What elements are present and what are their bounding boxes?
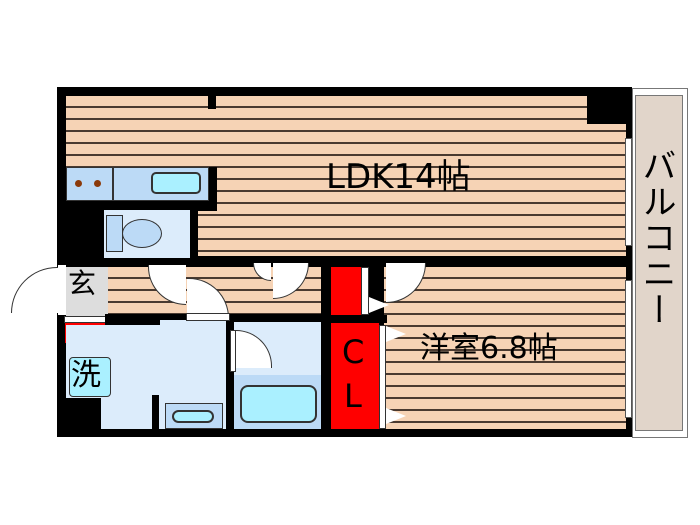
wall-closet-left	[321, 258, 331, 429]
wash-partition	[152, 395, 159, 429]
balcony-label: バルコニー	[636, 148, 676, 328]
entrance-step	[64, 316, 108, 323]
closet-door-marker	[386, 408, 406, 424]
toilet-tank	[106, 215, 123, 252]
wall-pillar	[208, 92, 216, 109]
western-room-label: 洋室6.8帖	[420, 331, 558, 366]
toilet-wall-right	[190, 209, 198, 267]
stove-burner-icon	[75, 180, 82, 187]
bathtub	[240, 385, 317, 423]
closet-lower[interactable]	[331, 323, 379, 429]
wall-corner-block	[587, 92, 627, 124]
front-door[interactable]	[11, 267, 61, 313]
closet-upper	[331, 267, 361, 315]
washer-label: 洗	[71, 358, 101, 393]
washbasin-bowl	[172, 410, 214, 423]
closet-door-marker	[386, 326, 406, 342]
wall-wash-left-bottom	[66, 398, 101, 429]
bedroom-floor	[384, 267, 626, 429]
kitchen-wall	[209, 167, 217, 211]
washer-space	[69, 357, 111, 397]
ldk-label: LDK14帖	[326, 157, 471, 197]
toilet-bowl	[122, 219, 162, 248]
entrance-area	[66, 267, 108, 317]
closet-door-marker	[369, 297, 389, 313]
washroom-upper	[160, 320, 226, 332]
entrance-label: 玄	[68, 267, 97, 300]
stove-burner-icon	[94, 180, 101, 187]
wall-ldk-bottom	[104, 258, 626, 267]
kitchen-sink	[151, 172, 201, 194]
closet-label-l: L	[344, 377, 362, 415]
kitchen-divider	[112, 167, 114, 201]
window-bedroom[interactable]	[625, 280, 632, 418]
front-door-frame	[58, 265, 66, 315]
closet-label-c: C	[342, 333, 365, 371]
kitchen-wall-bottom	[66, 201, 217, 211]
wall-bath-top	[226, 314, 326, 322]
bathroom-door-frame	[230, 330, 236, 372]
washroom-door-frame	[186, 313, 230, 321]
wall-wash-top	[105, 314, 160, 324]
toilet-wall-left	[66, 209, 104, 259]
closet-upper-door[interactable]	[361, 267, 369, 315]
window-ldk[interactable]	[625, 138, 632, 246]
wall-closet-mid	[321, 315, 387, 323]
closet-lower-door[interactable]	[379, 325, 386, 429]
balcony	[635, 95, 683, 431]
